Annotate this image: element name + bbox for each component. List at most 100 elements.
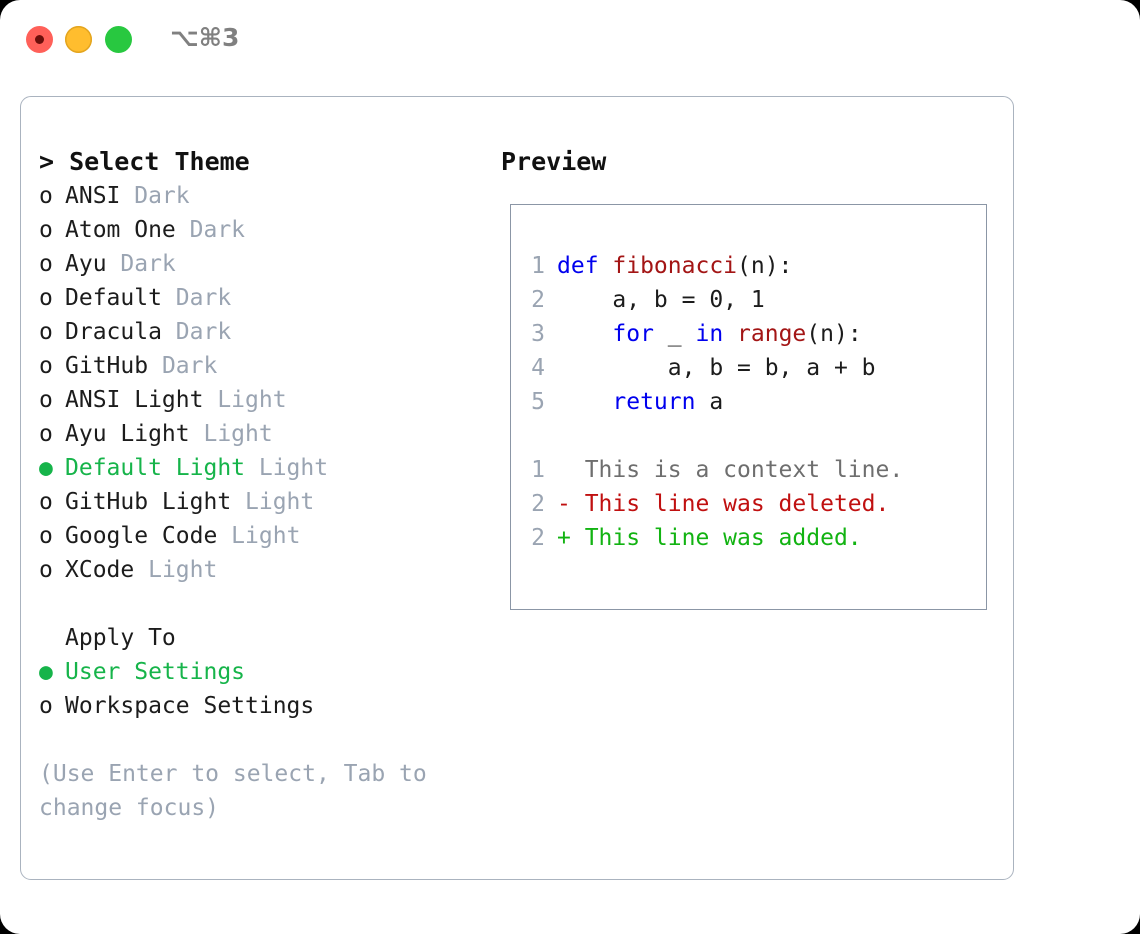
diff-line-text: This is a context line. [557,457,904,483]
radio-unselected-icon: o [39,251,53,277]
code-line-number: 4 [531,355,545,381]
code-token-plain: a, b = b, a + b [557,355,876,381]
radio-unselected-icon: o [39,353,53,379]
theme-option-label: GitHub Light [65,489,232,515]
code-token-kw: in [695,321,724,347]
window-titlebar: ⌥⌘3 [0,0,1140,78]
radio-unselected-icon: o [39,693,53,719]
theme-option-xcode[interactable]: o XCode Light [39,553,479,587]
diff-line-text: + This line was added. [557,525,862,551]
theme-option-variant: Light [245,455,329,481]
theme-option-default-light[interactable]: ● Default Light Light [39,451,479,485]
radio-unselected-icon: o [39,285,53,311]
theme-option-variant: Light [203,387,287,413]
keyboard-hint-text: (Use Enter to select, Tab to change focu… [39,761,427,821]
code-token-fn2: range [737,321,807,347]
radio-unselected-icon: o [39,183,53,209]
code-line-number: 2 [531,525,545,551]
theme-option-ayu[interactable]: o Ayu Dark [39,247,479,281]
code-line: 5 return a [521,385,980,419]
code-blank-line [521,419,980,453]
theme-option-atom-one[interactable]: o Atom One Dark [39,213,479,247]
theme-option-label: ANSI [65,183,121,209]
code-line-number: 2 [531,287,545,313]
list-spacer [39,587,479,621]
theme-option-label: XCode [65,557,135,583]
theme-option-label: Ayu [65,251,107,277]
minimize-window-button[interactable] [65,26,92,53]
code-token-plain: _ [653,321,696,347]
close-window-button[interactable] [26,26,53,53]
theme-option-variant: Dark [120,183,190,209]
code-token-plain: a [695,389,724,415]
code-token-plain: a, b = 0, 1 [557,287,765,313]
code-line-number: 1 [531,253,545,279]
preview-heading: Preview [501,147,607,176]
theme-option-github[interactable]: o GitHub Dark [39,349,479,383]
radio-unselected-icon: o [39,489,53,515]
code-token-plain [557,389,612,415]
theme-option-label: Default Light [65,455,246,481]
theme-option-dracula[interactable]: o Dracula Dark [39,315,479,349]
code-line-number: 5 [531,389,545,415]
apply-to-option-label: User Settings [65,659,246,685]
theme-option-label: Atom One [65,217,176,243]
radio-unselected-icon: o [39,421,53,447]
theme-option-label: GitHub [65,353,149,379]
theme-option-ansi[interactable]: o ANSI Dark [39,179,479,213]
theme-option-variant: Dark [175,217,246,243]
theme-option-github-light[interactable]: o GitHub Light Light [39,485,479,519]
diff-line: 1 This is a context line. [521,453,980,487]
apply-to-option-workspace-settings[interactable]: o Workspace Settings [39,689,479,723]
theme-option-variant: Dark [148,353,218,379]
theme-option-label: ANSI Light [65,387,204,413]
hint-spacer [39,723,479,757]
theme-option-label: Google Code [65,523,218,549]
radio-unselected-icon: o [39,523,53,549]
radio-selected-icon: ● [39,455,53,481]
theme-option-variant: Dark [161,285,232,311]
code-token-plain [557,321,612,347]
radio-unselected-icon: o [39,557,53,583]
theme-option-variant: Light [189,421,273,447]
theme-option-variant: Light [134,557,218,583]
apply-to-option-user-settings[interactable]: ● User Settings [39,655,479,689]
theme-option-variant: Dark [106,251,176,277]
select-theme-heading: > Select Theme [39,147,250,176]
code-token-kw: return [612,389,696,415]
apply-to-label: Apply To [65,625,176,651]
code-line: 3 for _ in range(n): [521,317,980,351]
code-token-plain: (n): [806,321,862,347]
theme-option-label: Dracula [65,319,162,345]
theme-option-label: Default [65,285,162,311]
radio-unselected-icon: o [39,319,53,345]
code-line-number: 2 [531,491,545,517]
keyboard-shortcut-label: ⌥⌘3 [170,23,240,52]
theme-option-default[interactable]: o Default Dark [39,281,479,315]
theme-option-label: Ayu Light [65,421,190,447]
theme-option-variant: Light [231,489,315,515]
theme-option-ayu-light[interactable]: o Ayu Light Light [39,417,479,451]
theme-option-variant: Dark [161,319,232,345]
diff-line: 2 - This line was deleted. [521,487,980,521]
theme-option-variant: Light [217,523,301,549]
code-line-number: 3 [531,321,545,347]
radio-unselected-icon: o [39,217,53,243]
diff-line-text: - This line was deleted. [557,491,890,517]
apply-to-option-label: Workspace Settings [65,693,315,719]
maximize-window-button[interactable] [105,26,132,53]
apply-to-list: ● User Settings o Workspace Settings [39,655,479,723]
code-line-number: 1 [531,457,545,483]
code-token-fn: fibonacci [612,253,738,279]
radio-selected-icon: ● [39,659,53,685]
theme-option-google-code[interactable]: o Google Code Light [39,519,479,553]
